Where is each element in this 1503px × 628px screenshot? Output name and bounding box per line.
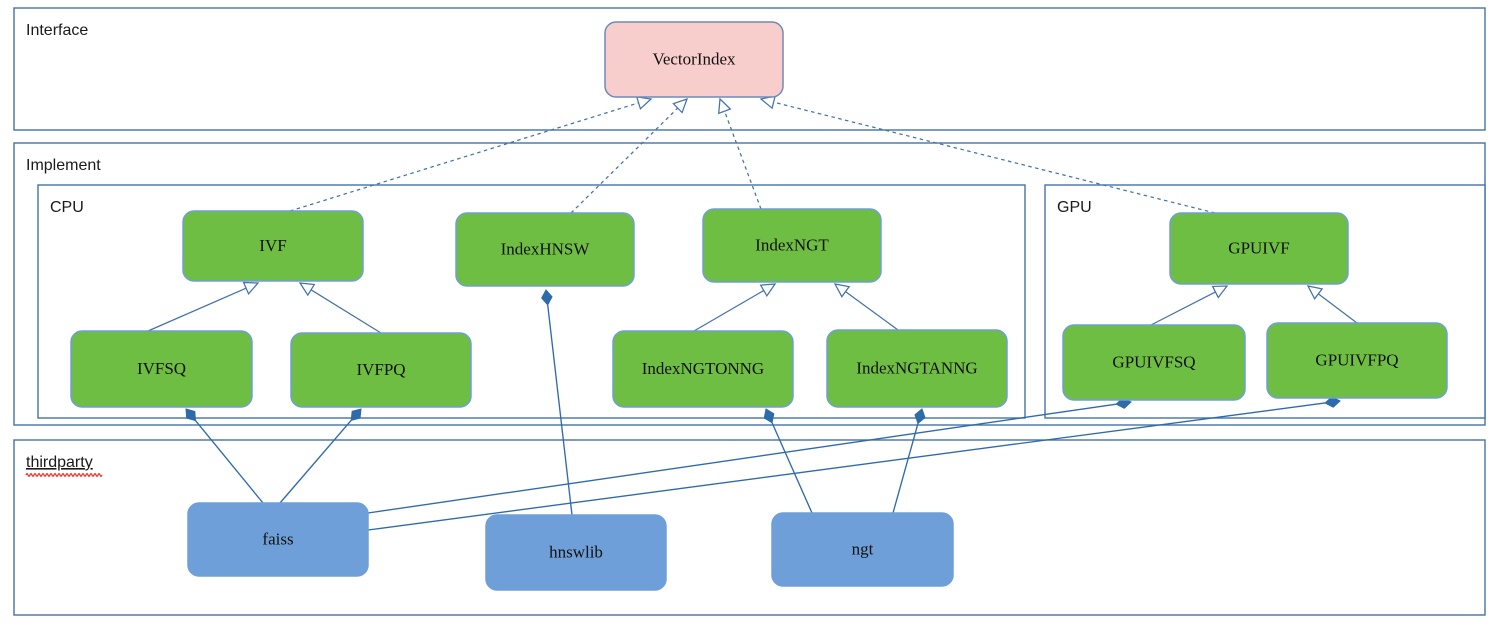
edge-line [693,289,765,332]
class-node-indexngtanng[interactable]: IndexNGTANNG [826,329,1008,408]
node-label: IndexNGTANNG [856,358,977,377]
inheritance-arrow-icon [759,283,777,298]
node-label: hnswlib [549,542,603,561]
edge-line [547,304,573,516]
class-node-gpuivfpq[interactable]: GPUIVFPQ [1266,322,1448,399]
spellcheck-underline-icon [25,473,103,477]
node-label: IndexNGTONNG [642,359,764,378]
edge-line [1317,293,1358,324]
node-label: IVF [259,236,286,255]
edge-line [367,403,1117,514]
class-node-indexngt[interactable]: IndexNGT [702,208,882,283]
node-box[interactable] [485,514,667,591]
edge-ngt-to-indexngtonng [763,408,813,514]
node-box[interactable] [182,210,364,282]
inheritance-arrow-icon [1211,285,1229,299]
composition-diamond-icon [350,408,362,422]
composition-diamond-icon [763,408,775,424]
edge-line [1150,291,1216,326]
edge-line [771,422,813,514]
inheritance-arrow-icon [635,96,653,110]
package-label: GPU [1057,199,1092,216]
composition-diamond-icon [541,289,553,306]
node-box[interactable] [612,330,794,408]
edge-line [845,291,899,331]
node-label: GPUIVF [1228,238,1289,257]
edge-line [892,423,919,514]
inheritance-arrow-icon [718,97,732,115]
edge-line [773,101,1216,214]
edge-faiss-to-ivfsq [185,408,264,504]
node-box[interactable] [1169,212,1349,285]
class-node-ivfsq[interactable]: IVFSQ [70,330,253,408]
class-node-faiss[interactable]: faiss [187,502,369,577]
node-label: GPUIVFPQ [1315,350,1398,369]
edge-indexngtanng-to-indexngt [833,283,899,331]
inheritance-arrow-icon [1306,285,1324,300]
inheritance-arrow-icon [672,97,689,114]
edge-faiss-to-ivfpq [279,408,362,504]
node-label: GPUIVFSQ [1112,352,1195,371]
edge-ivf-to-vectorindex [289,96,653,212]
node-box[interactable] [290,332,472,408]
node-label: ngt [852,539,874,558]
node-box[interactable] [702,208,882,283]
node-box[interactable] [771,512,954,587]
node-box[interactable] [826,329,1008,408]
class-node-vectorindex[interactable]: VectorIndex [604,21,784,98]
edge-indexhnsw-to-vectorindex [570,97,689,214]
inheritance-arrow-icon [833,283,851,298]
package-label: CPU [50,199,84,216]
inheritance-arrow-icon [298,282,316,297]
class-node-indexhnsw[interactable]: IndexHNSW [455,212,635,287]
edge-layer [147,95,1358,531]
package-label: Implement [26,157,101,174]
node-label: IndexHNSW [501,239,591,258]
node-label: faiss [262,529,293,548]
node-label: IndexNGT [755,235,829,254]
edge-line [289,102,639,212]
class-node-ivf[interactable]: IVF [182,210,364,282]
node-box[interactable] [455,212,635,287]
edge-line [147,287,247,332]
edge-line [367,402,1326,531]
edge-line [279,419,352,504]
class-node-indexngtonng[interactable]: IndexNGTONNG [612,330,794,408]
class-node-gpuivf[interactable]: GPUIVF [1169,212,1349,285]
edge-line [310,289,382,334]
node-label: VectorIndex [652,49,736,68]
node-label: IVFSQ [137,359,186,378]
node-box[interactable] [1266,322,1448,399]
class-node-ivfpq[interactable]: IVFPQ [290,332,472,408]
edge-line [723,110,762,210]
class-node-gpuivfsq[interactable]: GPUIVFSQ [1062,324,1246,401]
edge-ngt-to-indexngtanng [892,408,926,514]
edge-gpuivfsq-to-gpuivf [1150,285,1229,326]
package-label: Interface [26,22,88,39]
composition-diamond-icon [914,408,926,425]
node-box[interactable] [70,330,253,408]
node-label: IVFPQ [356,360,405,379]
package-label: thirdparty [26,454,93,471]
inheritance-arrow-icon [242,281,260,296]
node-box[interactable] [604,21,784,98]
edge-line [194,420,264,504]
edge-indexngt-to-vectorindex [718,97,762,210]
node-box[interactable] [187,502,369,577]
node-box[interactable] [1062,324,1246,401]
composition-diamond-icon [185,408,197,422]
class-node-ngt[interactable]: ngt [771,512,954,587]
edge-gpuivfpq-to-gpuivf [1306,285,1358,324]
edge-ivfsq-to-ivf [147,281,260,332]
edge-hnswlib-to-indexhnsw [541,289,573,516]
edge-indexngtonng-to-indexngt [693,283,777,332]
class-node-hnswlib[interactable]: hnswlib [485,514,667,591]
edge-ivfpq-to-ivf [298,282,382,334]
